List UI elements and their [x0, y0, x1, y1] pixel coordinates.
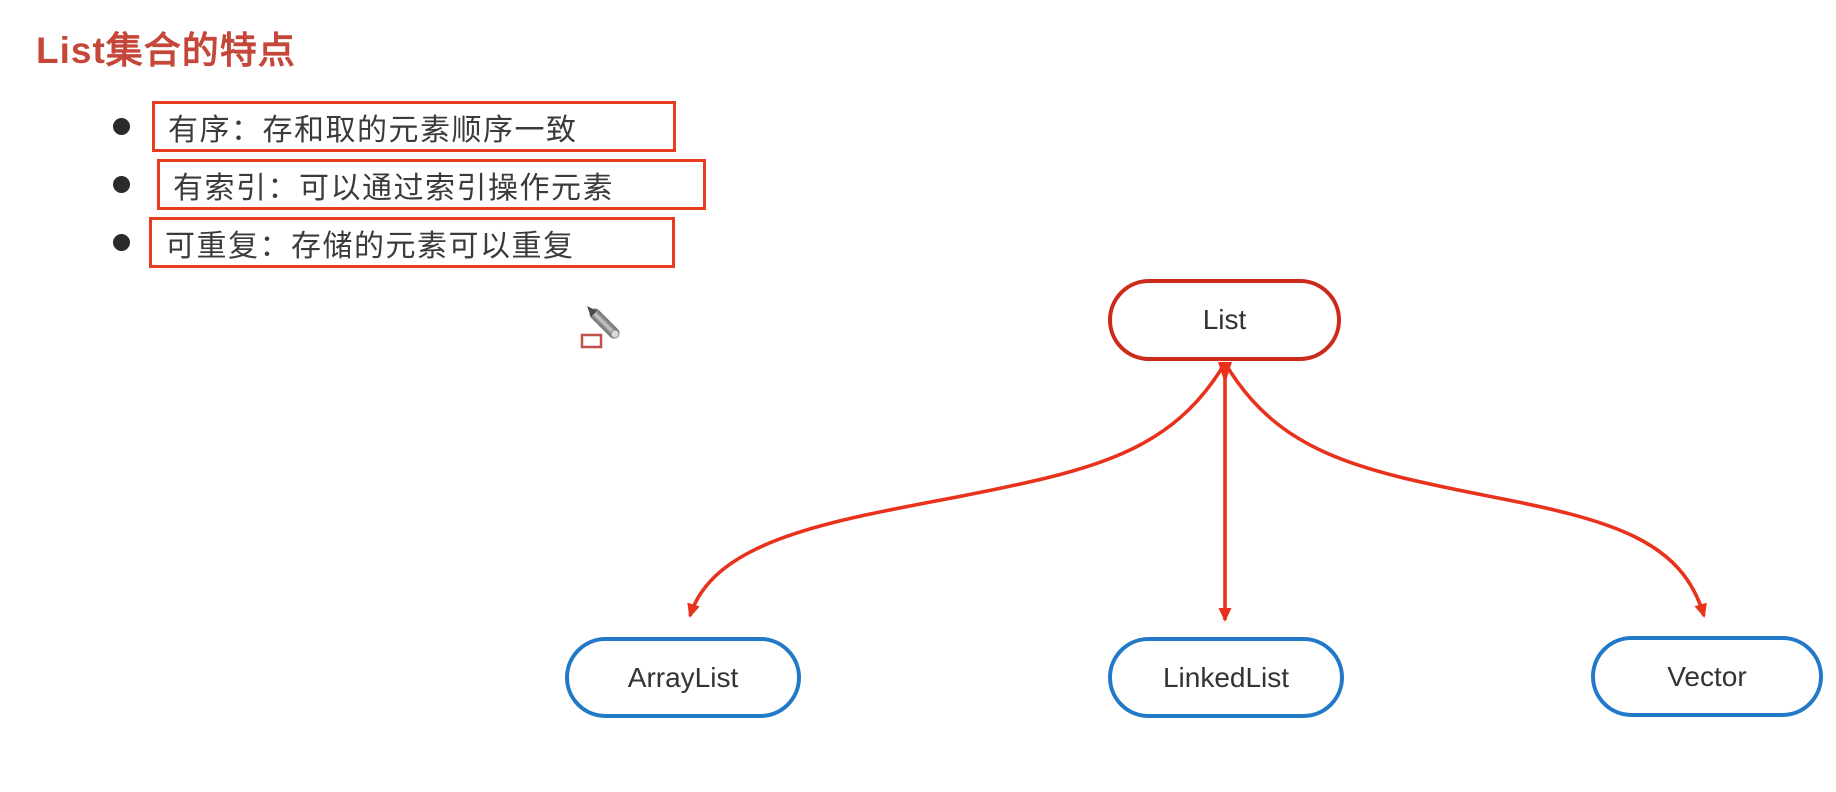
bullet-label: 有序：存和取的元素顺序一致	[168, 113, 578, 147]
bullet-label: 有索引：可以通过索引操作元素	[173, 171, 614, 205]
bullet-highlight-box: 有序：存和取的元素顺序一致	[152, 101, 676, 152]
pencil-cursor-icon	[580, 306, 620, 349]
arrow-list-to-arraylist	[687, 362, 1227, 618]
bullet-dot-icon	[113, 176, 130, 193]
node-label: List	[1202, 304, 1247, 335]
node-label: Vector	[1667, 660, 1747, 692]
node-label: ArrayList	[627, 661, 739, 693]
bullet-highlight-box: 有索引：可以通过索引操作元素	[157, 159, 706, 210]
page-title: List集合的特点	[36, 30, 296, 71]
arrow-list-to-vector	[1223, 362, 1707, 618]
node-arraylist: ArrayList	[565, 637, 801, 718]
bullet-dot-icon	[113, 234, 130, 251]
bullet-label: 可重复：存储的元素可以重复	[165, 229, 575, 263]
bullet-highlight-box: 可重复：存储的元素可以重复	[149, 217, 675, 268]
node-linkedlist: LinkedList	[1108, 637, 1344, 718]
node-vector: Vector	[1591, 636, 1823, 717]
node-list: List	[1108, 279, 1341, 361]
bullet-dot-icon	[113, 118, 130, 135]
node-label: LinkedList	[1162, 661, 1290, 693]
arrow-junction	[1218, 362, 1232, 384]
